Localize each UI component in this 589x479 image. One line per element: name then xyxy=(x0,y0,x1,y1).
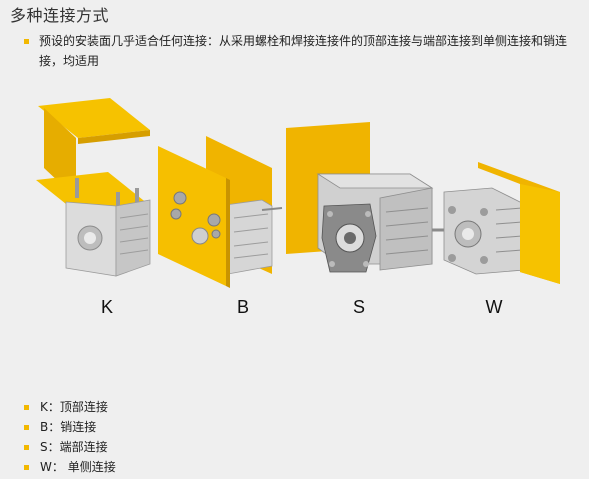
connection-types-illustration xyxy=(36,98,560,288)
legend-text: 顶部连接 xyxy=(59,400,108,414)
k-assembly-drawing xyxy=(36,98,151,277)
label-k: K xyxy=(100,297,113,317)
bullet-marker xyxy=(24,425,29,430)
legend-item-w: W： 单侧连接 xyxy=(40,460,116,474)
label-w: W xyxy=(485,297,503,317)
w-assembly-drawing xyxy=(443,162,560,284)
label-s: S xyxy=(352,297,365,317)
legend-text: 单侧连接 xyxy=(67,460,116,474)
bullet-marker xyxy=(24,445,29,450)
bullet-marker xyxy=(24,39,29,44)
legend-code: K xyxy=(40,400,48,414)
legend-text: 销连接 xyxy=(60,420,97,434)
label-b: B xyxy=(236,297,249,317)
b-assembly-drawing xyxy=(158,136,283,288)
page-title: 多种连接方式 xyxy=(10,6,110,25)
legend-text: 端部连接 xyxy=(59,440,108,454)
legend-item-s: S：端部连接 xyxy=(40,440,108,454)
legend-item-b: B：销连接 xyxy=(40,420,97,434)
intro-text: 预设的安装面几乎适合任何连接：从采用螺栓和焊接连接件的顶部连接与端部连接到单侧连… xyxy=(39,34,568,68)
legend-code: S xyxy=(40,440,48,454)
s-assembly-drawing xyxy=(286,122,448,273)
legend-item-k: K：顶部连接 xyxy=(40,400,108,414)
legend-code: B xyxy=(40,420,49,434)
legend-code: W xyxy=(40,460,52,474)
bullet-marker xyxy=(24,405,29,410)
bullet-marker xyxy=(24,465,29,470)
